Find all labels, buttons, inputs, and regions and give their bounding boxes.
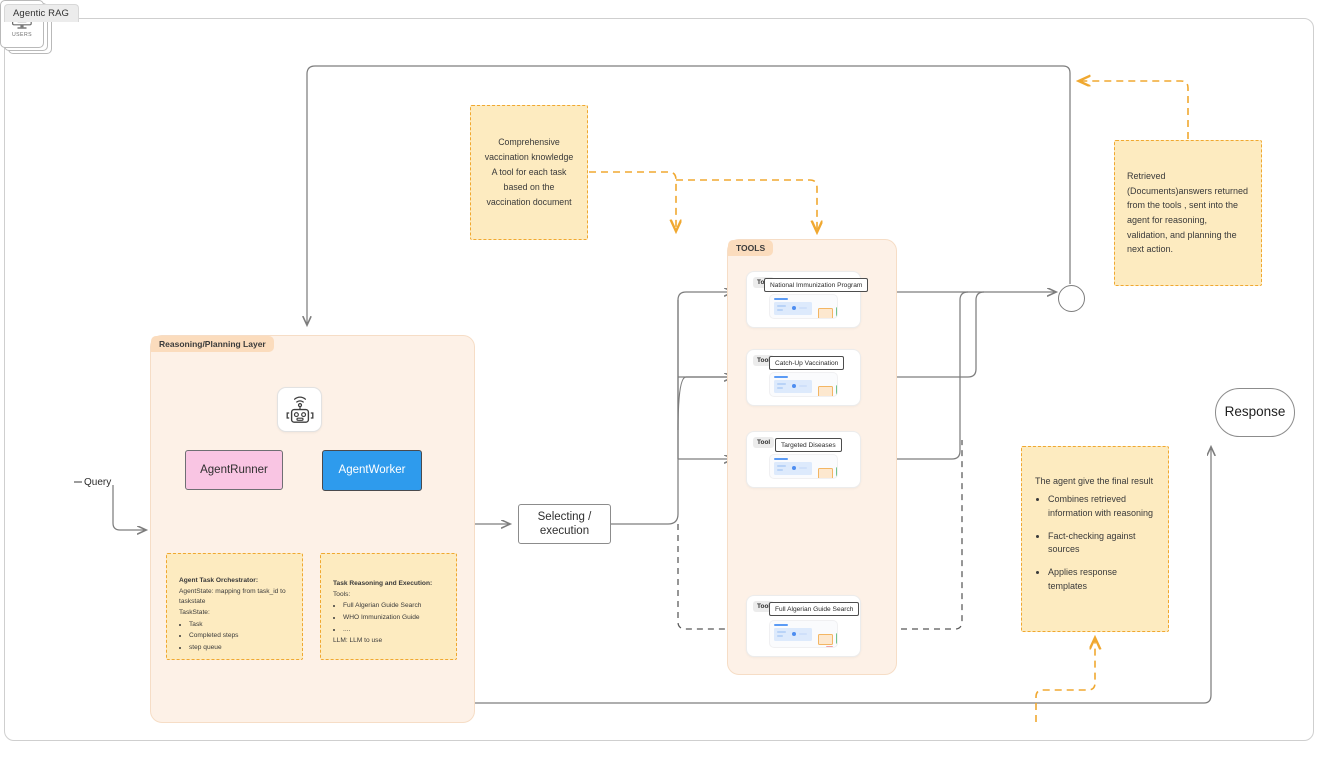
selecting-execution-label: Selecting / execution (537, 510, 592, 537)
note-final-bullet-2: Fact-checking against sources (1048, 530, 1155, 558)
tool-thumbnail-1 (769, 294, 838, 319)
tool-tag-4: Tool (753, 601, 775, 612)
note-orchestrator-bullet-1: Task (189, 620, 290, 631)
tool-card-4[interactable]: Tool Full Algerian Guide Search (746, 595, 861, 657)
note-orchestrator-line-2: TaskState: (179, 609, 210, 617)
note-orchestrator-bullet-2: Completed steps (189, 631, 290, 642)
tool-card-3[interactable]: Tool Targeted Diseases (746, 431, 861, 488)
note-final-result: The agent give the final result Combines… (1021, 446, 1169, 632)
note-final-bullet-1: Combines retrieved information with reas… (1048, 493, 1155, 521)
tool-title-4: Full Algerian Guide Search (769, 602, 860, 616)
node-agent-runner[interactable]: AgentRunner (185, 450, 283, 490)
note-execution-bullet-list: Full Algerian Guide Search WHO Immunizat… (333, 601, 444, 635)
tool-title-3: Targeted Diseases (775, 438, 842, 452)
note-execution-heading: Task Reasoning and Execution: (333, 580, 433, 587)
note-final-lead: The agent give the final result (1035, 475, 1154, 486)
note-final-bullet-list: Combines retrieved information with reas… (1035, 493, 1155, 595)
node-agent-worker[interactable]: AgentWorker (322, 450, 422, 491)
note-execution-bullet-1: Full Algerian Guide Search (343, 601, 444, 612)
tool-tag-3: Tool (753, 437, 775, 448)
note-knowledge-line-4: based on the (503, 182, 555, 193)
node-selecting-execution[interactable]: Selecting / execution (518, 504, 611, 544)
note-execution-bullet-3: .... (343, 625, 444, 636)
note-orchestrator-bullet-list: Task Completed steps step queue (179, 620, 290, 654)
node-response[interactable]: Response (1215, 388, 1295, 437)
note-knowledge-line-3: A tool for each task (491, 166, 567, 177)
note-comprehensive-knowledge: Comprehensive vaccination knowledge A to… (470, 105, 588, 240)
note-retrieved-documents: Retrieved (Documents)answers returned fr… (1114, 140, 1262, 286)
note-knowledge-line-1: Comprehensive (498, 136, 560, 147)
note-knowledge-line-5: vaccination document (486, 197, 572, 208)
group-label-reasoning: Reasoning/Planning Layer (151, 336, 274, 352)
note-orchestrator-heading: Agent Task Orchestrator: (179, 577, 259, 584)
note-execution-footer: LLM: LLM to use (333, 637, 383, 645)
tool-title-2: Catch-Up Vaccination (769, 356, 845, 370)
note-orchestrator-line-1: AgentState: mapping from task_id to task… (179, 587, 286, 606)
note-task-reasoning-execution: Task Reasoning and Execution: Tools: Ful… (320, 553, 457, 660)
note-retrieved-text: Retrieved (Documents)answers returned fr… (1127, 171, 1249, 255)
note-knowledge-line-2: vaccination knowledge (484, 151, 574, 162)
edge-label-query: Query (84, 477, 112, 488)
note-orchestrator-bullet-3: step queue (189, 643, 290, 654)
tool-card-1[interactable]: Tool National Immunization Program (746, 271, 869, 328)
note-final-bullet-3: Applies response templates (1048, 566, 1155, 594)
group-label-tools: TOOLS (728, 240, 774, 256)
agent-runner-label: AgentRunner (200, 463, 268, 476)
tool-card-2[interactable]: Tool Catch-Up Vaccination (746, 349, 861, 406)
tool-thumbnail-2 (769, 372, 838, 397)
tool-tag-2: Tool (753, 355, 775, 366)
tool-title-1: National Immunization Program (764, 278, 869, 292)
junction-circle-icon (1058, 285, 1085, 312)
note-agent-task-orchestrator: Agent Task Orchestrator: AgentState: map… (166, 553, 303, 660)
agent-worker-label: AgentWorker (338, 464, 406, 477)
tool-thumbnail-4 (769, 620, 838, 648)
note-execution-line-1: Tools: (333, 590, 351, 598)
frame-title-tab: Agentic RAG (4, 4, 80, 22)
tool-thumbnail-3 (769, 454, 838, 479)
users-caption: USERS (11, 32, 33, 38)
robot-icon (277, 387, 322, 432)
note-execution-bullet-2: WHO Immunization Guide (343, 613, 444, 624)
response-label: Response (1224, 404, 1286, 420)
